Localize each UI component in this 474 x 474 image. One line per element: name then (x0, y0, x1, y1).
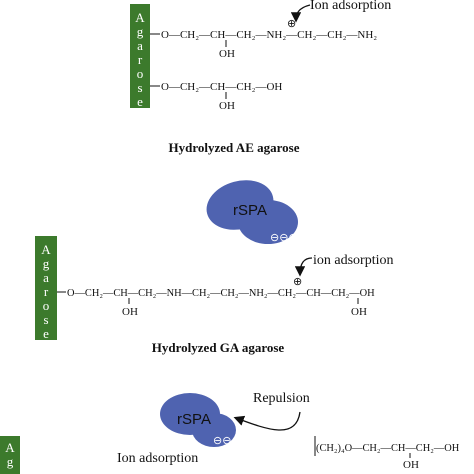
rspa-label-bottom: rSPA (177, 411, 211, 428)
adsorption-arrow-middle (294, 257, 313, 277)
bar-letter: a (43, 270, 49, 285)
bar-letter: r (44, 284, 49, 299)
bar-letter: e (137, 94, 143, 109)
ion-adsorption-label-bottom: Ion adsorption (117, 451, 198, 466)
chain1-plus-sign: ⊕ (287, 18, 296, 30)
ion-adsorption-label-top: Ion adsorption (310, 0, 391, 13)
agarose-bar-middle-letters: A g a r o s e (41, 242, 51, 341)
bar-letter: e (43, 326, 49, 341)
bar-letter: s (137, 80, 142, 95)
bottom-panel: rSPA ⊖⊖ Repulsion Ion adsorption A g (CH… (0, 391, 460, 474)
caption-middle: Hydrolyzed GA agarose (152, 340, 285, 355)
chain1-formula: O—CH₂—CH—CH₂—NH₂—CH₂—CH₂—NH₂ (161, 29, 377, 41)
bar-letter: a (137, 38, 143, 53)
ion-adsorption-label-middle: ion adsorption (313, 253, 394, 268)
chain1-hydroxyl: OH (219, 48, 235, 60)
bar-letter: A (5, 440, 15, 455)
bar-letter: g (137, 24, 144, 39)
bar-letter: o (137, 66, 144, 81)
agarose-bar-top-letters: A g a r o s e (135, 10, 145, 109)
middle-chain-plus-sign: ⊕ (293, 276, 302, 288)
agarose-bar-bottom (0, 436, 20, 474)
chain2-hydroxyl: OH (219, 100, 235, 112)
bar-letter: o (43, 298, 50, 313)
rspa-label-middle: rSPA (233, 202, 267, 219)
middle-hydroxyl-right: OH (351, 306, 367, 318)
adsorption-arrow-top (290, 4, 311, 23)
rspa-protein-bottom: rSPA ⊖⊖ (160, 393, 236, 447)
top-panel: A g a r o s e Ion adsorption O—CH₂—CH—CH… (130, 0, 391, 155)
bar-letter: A (135, 10, 145, 25)
bar-letter: s (43, 312, 48, 327)
negative-charges-bottom: ⊖⊖ (213, 435, 231, 447)
bar-letter: g (7, 454, 14, 469)
agarose-bar-top (130, 4, 150, 108)
chain2-formula: O—CH₂—CH—CH₂—OH (161, 81, 282, 93)
bar-letter: r (138, 52, 143, 67)
rspa-protein-middle: rSPA ⊖⊖⊖ (206, 180, 298, 244)
bar-letter: A (41, 242, 51, 257)
bottom-chain-formula: (CH₂)₄O—CH₂—CH—CH₂—OH (316, 443, 460, 454)
caption-top: Hydrolyzed AE agarose (169, 140, 300, 155)
middle-hydroxyl-left: OH (122, 306, 138, 318)
repulsion-label: Repulsion (253, 391, 310, 406)
bar-letter: g (43, 256, 50, 271)
repulsion-arrow (233, 411, 301, 431)
agarose-bar-middle (35, 236, 57, 340)
middle-chain-formula: O—CH₂—CH—CH₂—NH—CH₂—CH₂—NH₂—CH₂—CH—CH₂—O… (67, 288, 375, 299)
bottom-hydroxyl: OH (403, 459, 419, 471)
negative-charges-middle: ⊖⊖⊖ (270, 232, 298, 244)
middle-panel: rSPA ⊖⊖⊖ ion adsorption A g a r o s e O—… (35, 180, 394, 355)
